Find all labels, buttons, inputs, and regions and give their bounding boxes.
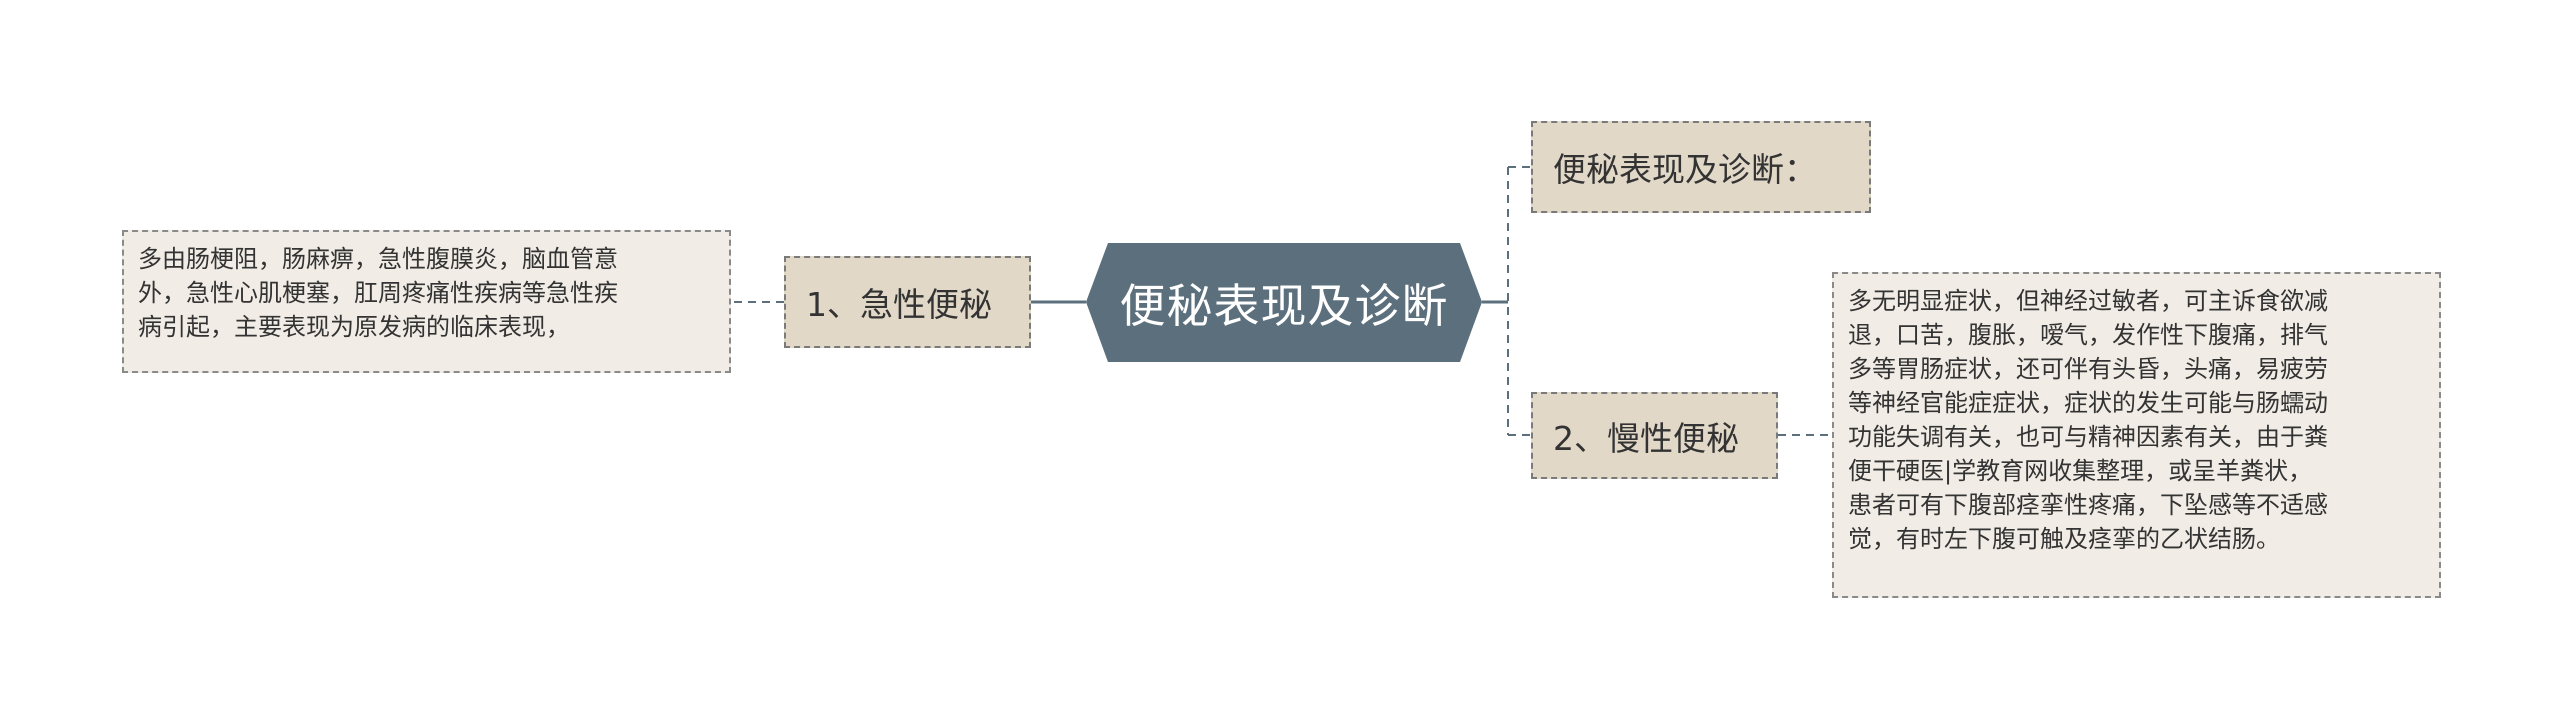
branch-acute-constipation-label: 1、急性便秘 — [806, 285, 992, 324]
leaf-text-line: 退，口苦，腹胀，嗳气，发作性下腹痛，排气 — [1848, 321, 2328, 349]
branch-symptoms-diagnosis[interactable]: 便秘表现及诊断： — [1531, 121, 1871, 213]
leaf-text-line: 患者可有下腹部痉挛性疼痛，下坠感等不适感 — [1848, 491, 2328, 519]
leaf-text-line: 多等胃肠症状，还可伴有头昏，头痛，易疲劳 — [1848, 355, 2328, 383]
leaf-chronic-detail[interactable]: 多无明显症状，但神经过敏者，可主诉食欲减 退，口苦，腹胀，嗳气，发作性下腹痛，排… — [1832, 272, 2441, 598]
central-topic-label: 便秘表现及诊断 — [1119, 278, 1449, 333]
leaf-text-line: 多由肠梗阻，肠麻痹，急性腹膜炎，脑血管意 — [138, 245, 618, 273]
central-topic[interactable]: 便秘表现及诊断 — [1086, 243, 1482, 362]
leaf-text-line: 多无明显症状，但神经过敏者，可主诉食欲减 — [1848, 287, 2328, 315]
branch-chronic-constipation-label: 2、慢性便秘 — [1553, 418, 1739, 458]
central-topic-shape — [1086, 243, 1482, 362]
branch-chronic-constipation[interactable]: 2、慢性便秘 — [1531, 392, 1778, 479]
leaf-text-line: 便干硬医|学教育网收集整理，或呈羊粪状， — [1848, 457, 2313, 485]
leaf-text-line: 觉，有时左下腹可触及痉挛的乙状结肠。 — [1848, 525, 2280, 553]
leaf-text-line: 病引起，主要表现为原发病的临床表现， — [138, 313, 570, 341]
leaf-text-line: 外，急性心肌梗塞，肛周疼痛性疾病等急性疾 — [138, 279, 618, 307]
leaf-text-line: 等神经官能症症状，症状的发生可能与肠蠕动 — [1848, 389, 2328, 417]
branch-symptoms-diagnosis-label: 便秘表现及诊断： — [1553, 150, 1817, 189]
leaf-text-line: 功能失调有关，也可与精神因素有关，由于粪 — [1848, 423, 2328, 451]
leaf-acute-detail[interactable]: 多由肠梗阻，肠麻痹，急性腹膜炎，脑血管意 外，急性心肌梗塞，肛周疼痛性疾病等急性… — [122, 230, 731, 373]
branch-acute-constipation[interactable]: 1、急性便秘 — [784, 256, 1031, 348]
